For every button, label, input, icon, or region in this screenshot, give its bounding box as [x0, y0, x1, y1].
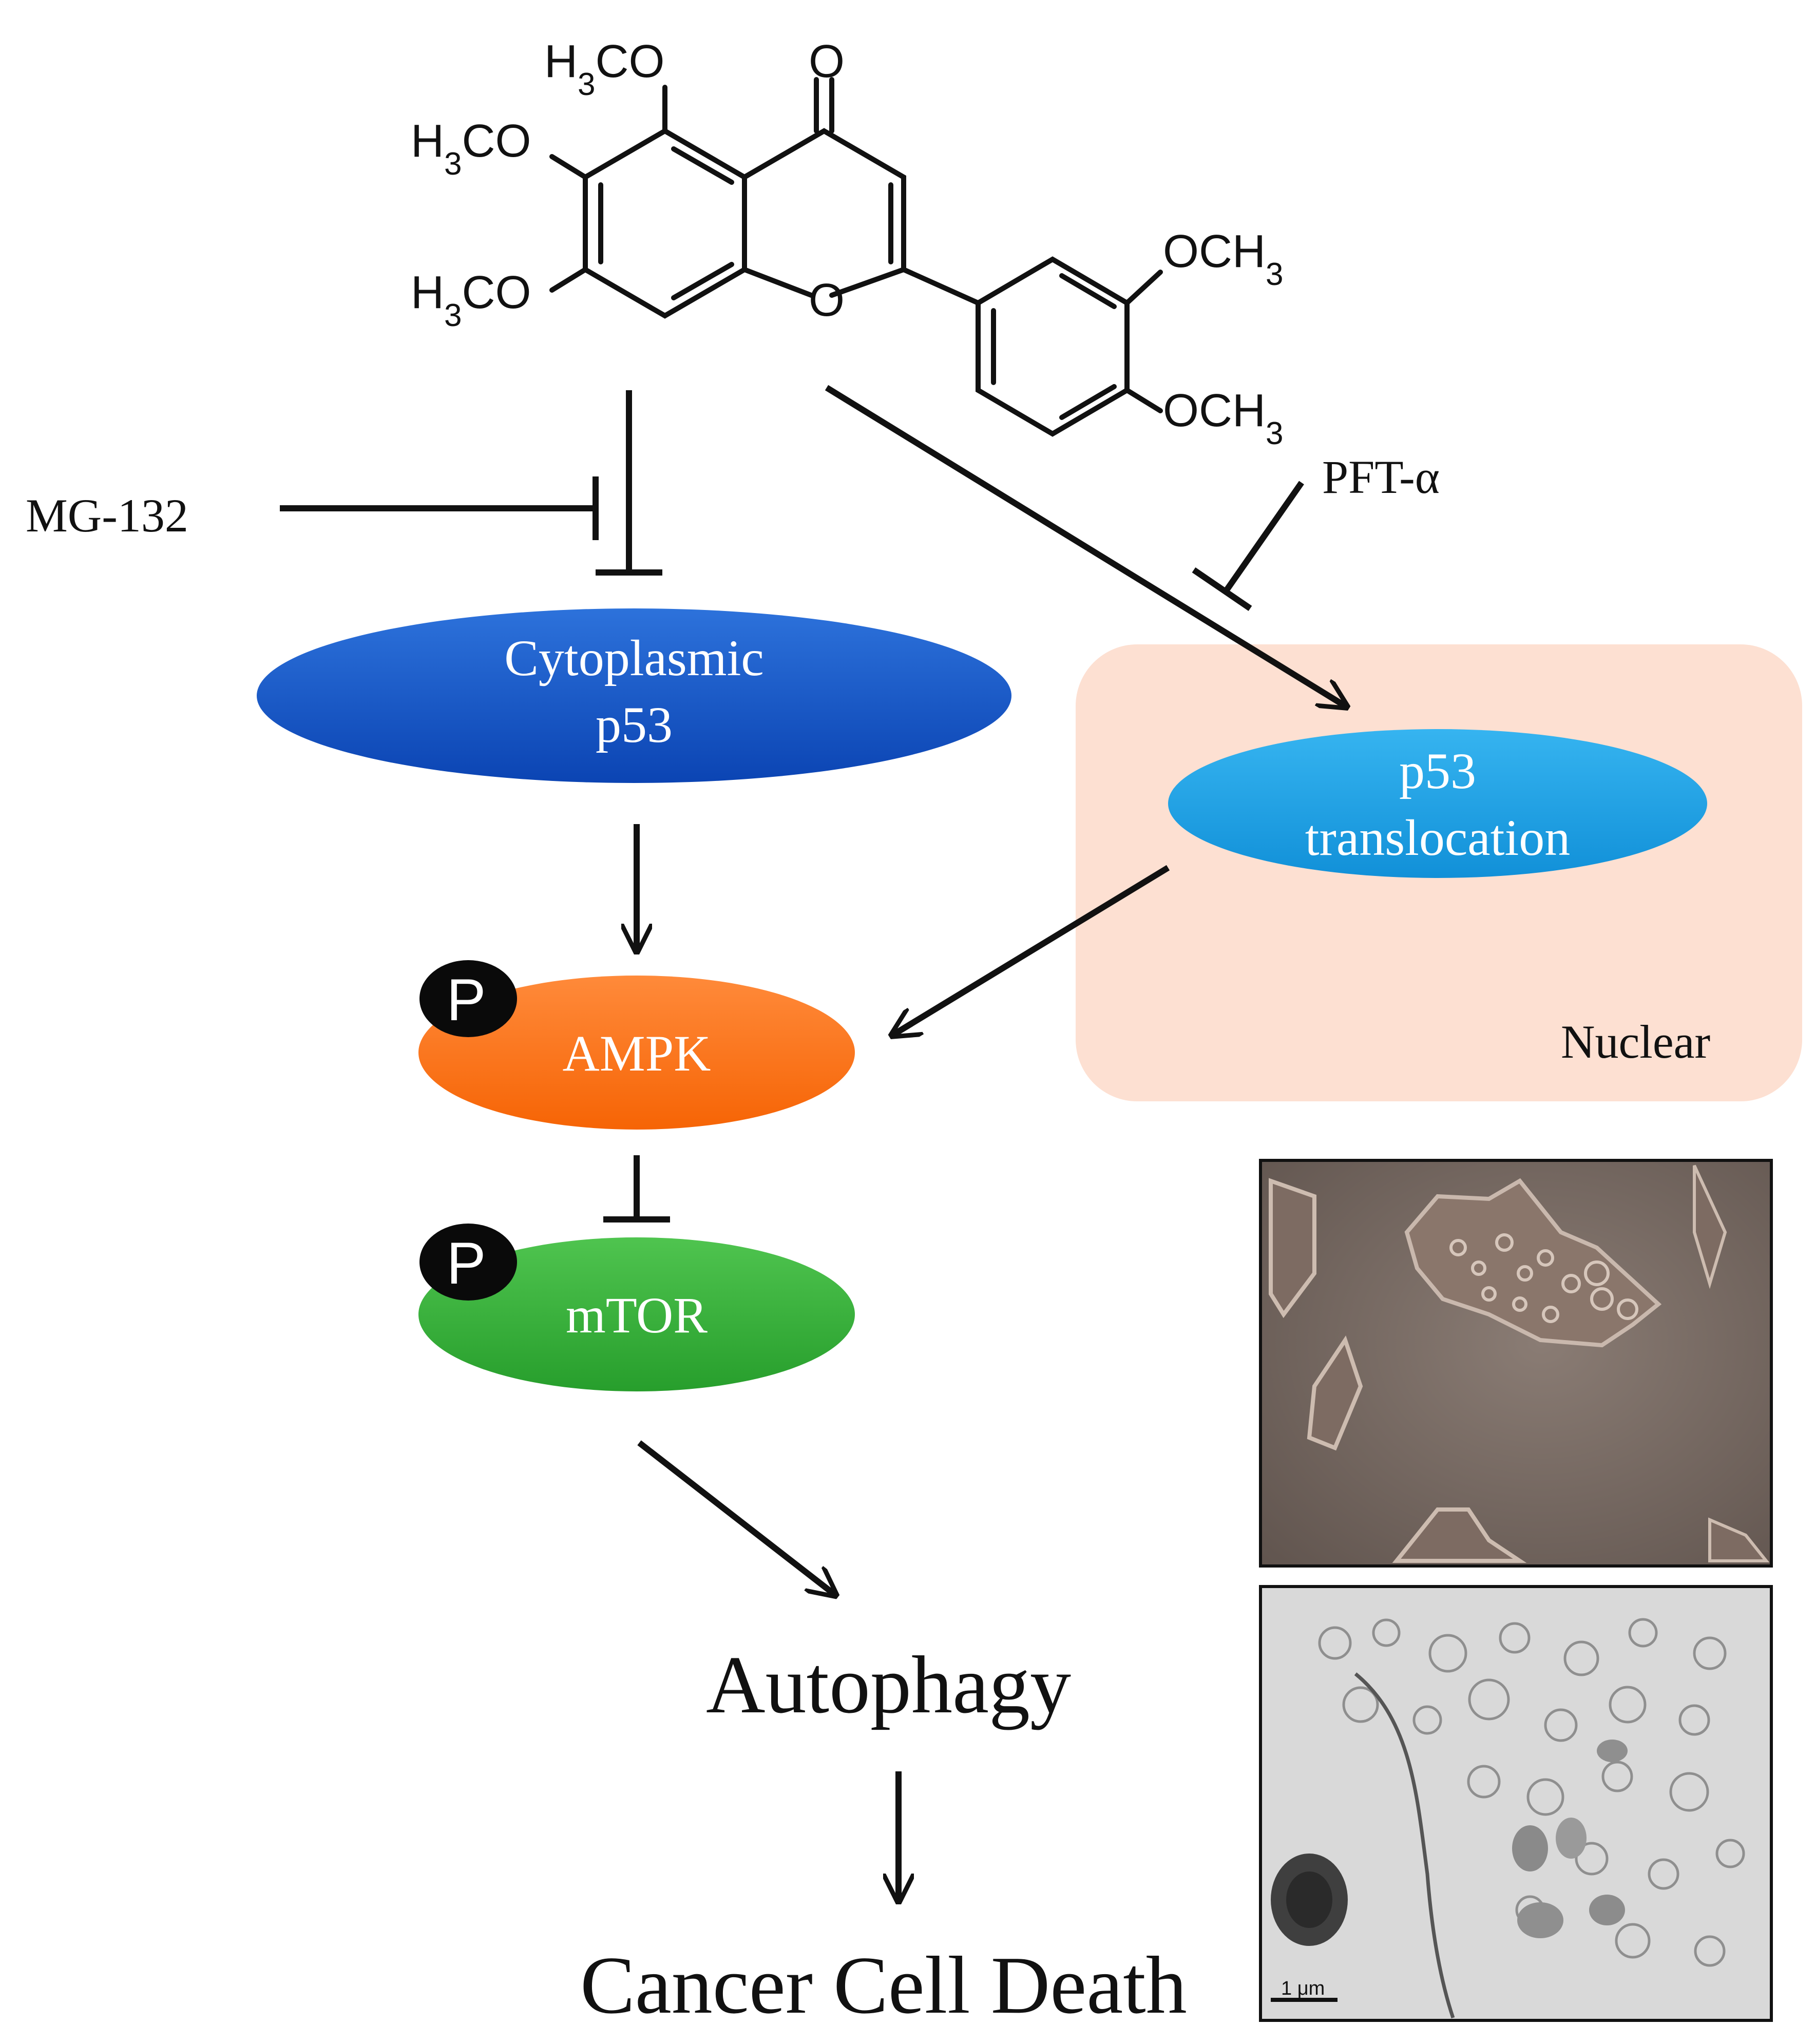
cancer-cell-death-label: Cancer Cell Death — [580, 1939, 1187, 2031]
arrow-translocation-to-ampk — [893, 865, 1170, 1035]
inhibit-bar-pft — [1192, 567, 1252, 611]
arrow-mtor-to-autophagy — [637, 1440, 834, 1594]
flavone-structure — [549, 77, 1163, 437]
label-3p-methoxy: OCH3 — [1163, 226, 1283, 292]
phospho-badge-ampk — [419, 960, 517, 1037]
mg132-label: MG-132 — [26, 489, 188, 542]
label-carbonyl-o: O — [809, 36, 845, 87]
trans-label-line2: translocation — [1305, 809, 1571, 866]
phospho-badge-mtor — [419, 1224, 517, 1301]
connectors — [280, 385, 1345, 1900]
ampk-label: AMPK — [563, 1025, 711, 1082]
cyto-label-line2: p53 — [596, 696, 673, 753]
nuclear-label: Nuclear — [1561, 1016, 1710, 1068]
atom-labels: H3CO H3CO H3CO O O OCH3 OCH3 — [411, 36, 1283, 451]
node-p53-translocation: p53 translocation — [1168, 729, 1707, 878]
node-mtor: mTOR P — [418, 1224, 855, 1391]
label-6-methoxy: H3CO — [411, 116, 531, 182]
node-ampk: AMPK P — [418, 960, 855, 1130]
label-5-methoxy: H3CO — [544, 36, 664, 102]
pft-label: PFT-α — [1322, 451, 1440, 503]
mtor-label: mTOR — [566, 1287, 708, 1344]
label-4p-methoxy: OCH3 — [1163, 385, 1283, 451]
electron-micrograph: 1 μm — [1259, 1585, 1773, 2022]
label-ring-o: O — [809, 275, 845, 326]
arrow-molecule-to-translocation — [825, 385, 1345, 706]
node-cytoplasmic-p53: Cytoplasmic p53 — [257, 608, 1011, 783]
cyto-label-line1: Cytoplasmic — [504, 629, 764, 686]
trans-label-line1: p53 — [1399, 742, 1476, 799]
ring-b — [976, 256, 1130, 437]
phospho-label-ampk: P — [447, 967, 486, 1033]
label-7-methoxy: H3CO — [411, 267, 531, 333]
autophagy-label: Autophagy — [706, 1639, 1071, 1730]
phospho-label-mtor: P — [447, 1231, 486, 1296]
ring-c — [742, 128, 906, 298]
phase-contrast-micrograph — [1259, 1159, 1773, 1568]
scale-bar-label: 1 μm — [1281, 1978, 1325, 1999]
ring-a — [583, 128, 747, 319]
inhibit-pft — [1222, 481, 1304, 595]
